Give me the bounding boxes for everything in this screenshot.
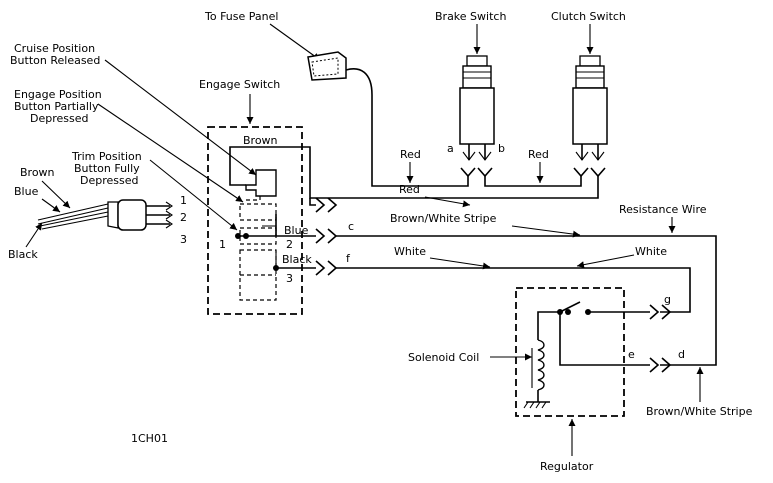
terminal-e: e [628, 348, 635, 361]
engage-position-label-3: Depressed [30, 112, 88, 125]
switch-pin-1: 1 [219, 238, 226, 251]
regulator-internals [523, 301, 650, 409]
white-label-right: White [635, 245, 667, 258]
red-wire-fuse-to-brake [371, 95, 469, 187]
clutch-switch [572, 55, 608, 178]
figure-code: 1CH01 [131, 432, 168, 445]
brown-white-stripe-label: Brown/White Stripe [390, 212, 497, 225]
white-label-left: White [394, 245, 426, 258]
red-wire-clutch-to-engage [229, 146, 599, 199]
terminal-a: a [447, 142, 454, 155]
red-connector [315, 197, 326, 213]
switch-pin-2: 2 [286, 238, 293, 251]
trim-position-label-1: Trim Position [71, 150, 142, 163]
brown-white-leader [511, 225, 581, 238]
blue-leader [41, 198, 61, 213]
white-right-leader [576, 254, 635, 269]
black-leader [25, 222, 43, 248]
blue-connector [315, 228, 326, 244]
regulator-connector-g [649, 304, 660, 320]
brown-box-label: Brown [243, 134, 278, 147]
engage-position-label-2: Button Partially [14, 100, 99, 113]
fuse-panel-leader [269, 23, 321, 61]
cruise-leader [104, 59, 257, 176]
terminal-c: c [348, 220, 354, 233]
terminal-b: b [498, 142, 505, 155]
red-label-a: Red [400, 148, 421, 161]
white-left-leader [429, 257, 491, 270]
black-wire-label: Black [8, 248, 38, 261]
plug-pin-3: 3 [180, 233, 187, 246]
engage-switch-box [207, 126, 303, 315]
clutch-switch-label: Clutch Switch [551, 10, 626, 23]
regulator-label: Regulator [540, 460, 594, 473]
trim-position-label-2: Button Fully [74, 162, 140, 175]
terminal-g: g [664, 293, 671, 306]
red-wire-brake-to-clutch [484, 176, 582, 187]
brake-switch [459, 55, 495, 178]
resistance-wire-label: Resistance Wire [619, 203, 707, 216]
brown-leader [41, 180, 71, 209]
red-label-b: Red [528, 148, 549, 161]
brake-switch-label: Brake Switch [435, 10, 506, 23]
engage-position-leader [97, 103, 244, 203]
black-box-label: Black [282, 253, 312, 266]
white-wire-f [336, 267, 691, 313]
plug-pin-2: 2 [180, 211, 187, 224]
brown-white-wire-c [336, 235, 717, 366]
plug-connector [37, 199, 173, 231]
regulator-box [515, 287, 625, 417]
red-center-label: Red [399, 183, 420, 196]
red-center-leader [424, 196, 471, 208]
cruise-position-label-1: Cruise Position [14, 42, 95, 55]
fuse-panel-connector [307, 51, 373, 96]
plug-pin-1: 1 [180, 194, 187, 207]
brown-white-stripe-bottom-label: Brown/White Stripe [646, 405, 753, 418]
terminal-d: d [678, 348, 685, 361]
engage-switch-label: Engage Switch [199, 78, 280, 91]
engage-position-label-1: Engage Position [14, 88, 102, 101]
switch-pin-3: 3 [286, 272, 293, 285]
trim-leader [149, 159, 238, 231]
brown-wire-label: Brown [20, 166, 55, 179]
black-connector [315, 260, 326, 276]
blue-box-label: Blue [284, 224, 309, 237]
trim-position-label-3: Depressed [80, 174, 138, 187]
regulator-connector-d [649, 357, 660, 373]
cruise-position-label-2: Button Released [10, 54, 100, 67]
terminal-f: f [346, 252, 351, 265]
engage-switch-contacts [235, 169, 279, 301]
blue-wire-label: Blue [14, 185, 39, 198]
to-fuse-panel-label: To Fuse Panel [204, 10, 278, 23]
solenoid-coil-label: Solenoid Coil [408, 351, 479, 364]
